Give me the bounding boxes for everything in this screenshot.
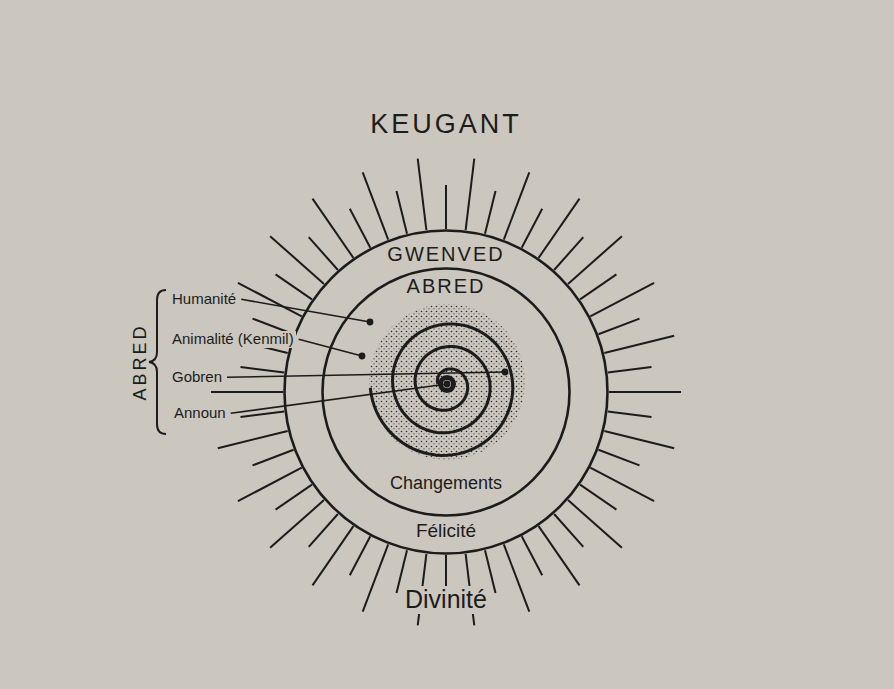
leader-lines [227,299,508,413]
ray [608,412,652,417]
ray [363,544,389,611]
level-label: Animalité (Kenmil) [170,331,296,348]
leader-line [231,384,447,413]
spiral [370,324,513,456]
ray [253,450,294,466]
ray [418,159,427,231]
ray [238,283,302,317]
ray [590,283,654,317]
ray [554,237,583,270]
leader-dot [359,353,364,358]
ray [211,391,283,393]
ray [363,172,389,239]
ray [309,237,338,270]
circle-region: ABRED Changements [321,267,571,517]
ray [309,514,338,547]
ray [608,367,652,372]
ray [539,526,580,585]
circle-region: GWENVED Félicité ABRED Changements [283,229,609,555]
ray [218,431,288,448]
ray [397,191,408,234]
ray [241,367,285,372]
ray [445,185,447,229]
ray [568,500,622,548]
ray [522,536,543,575]
rays [211,159,681,626]
circle-line [323,269,570,516]
region-name: ABRED [407,275,486,297]
ray [238,468,302,502]
ray [609,391,681,393]
ray [466,159,475,231]
region-name: GWENVED [387,243,504,265]
circle-line [285,231,608,554]
level-label: Gobren [170,369,224,386]
leader-dot [502,369,507,374]
spiral-eye [443,380,451,388]
ray [604,431,674,448]
level-label: Announ [172,405,228,422]
ray [313,199,354,258]
spiral-centre [438,375,456,393]
ray [485,191,496,234]
realm-name: Divinité [403,586,489,614]
ray [350,209,371,248]
region-name: Félicité [416,521,476,542]
ray [504,544,530,611]
leader-dot [367,319,372,324]
ray [580,485,616,510]
ray [522,209,543,248]
ray [590,468,654,502]
ray [350,536,371,575]
region-name: Changements [390,474,502,494]
ray [554,514,583,547]
realm-name: KEUGANT [370,110,522,140]
ray [241,412,285,417]
ray [598,319,639,335]
bracket-title: ABRED [131,323,151,400]
ray [604,336,674,353]
ray [276,485,312,510]
level-label: Humanité [170,291,238,308]
leader-dot [444,381,449,386]
ray [504,172,530,239]
ray [598,450,639,466]
ray [580,274,616,299]
ray [276,274,312,299]
brace [149,290,166,434]
stippled-core [369,304,525,460]
ray [270,236,324,284]
leader-line [227,372,505,377]
